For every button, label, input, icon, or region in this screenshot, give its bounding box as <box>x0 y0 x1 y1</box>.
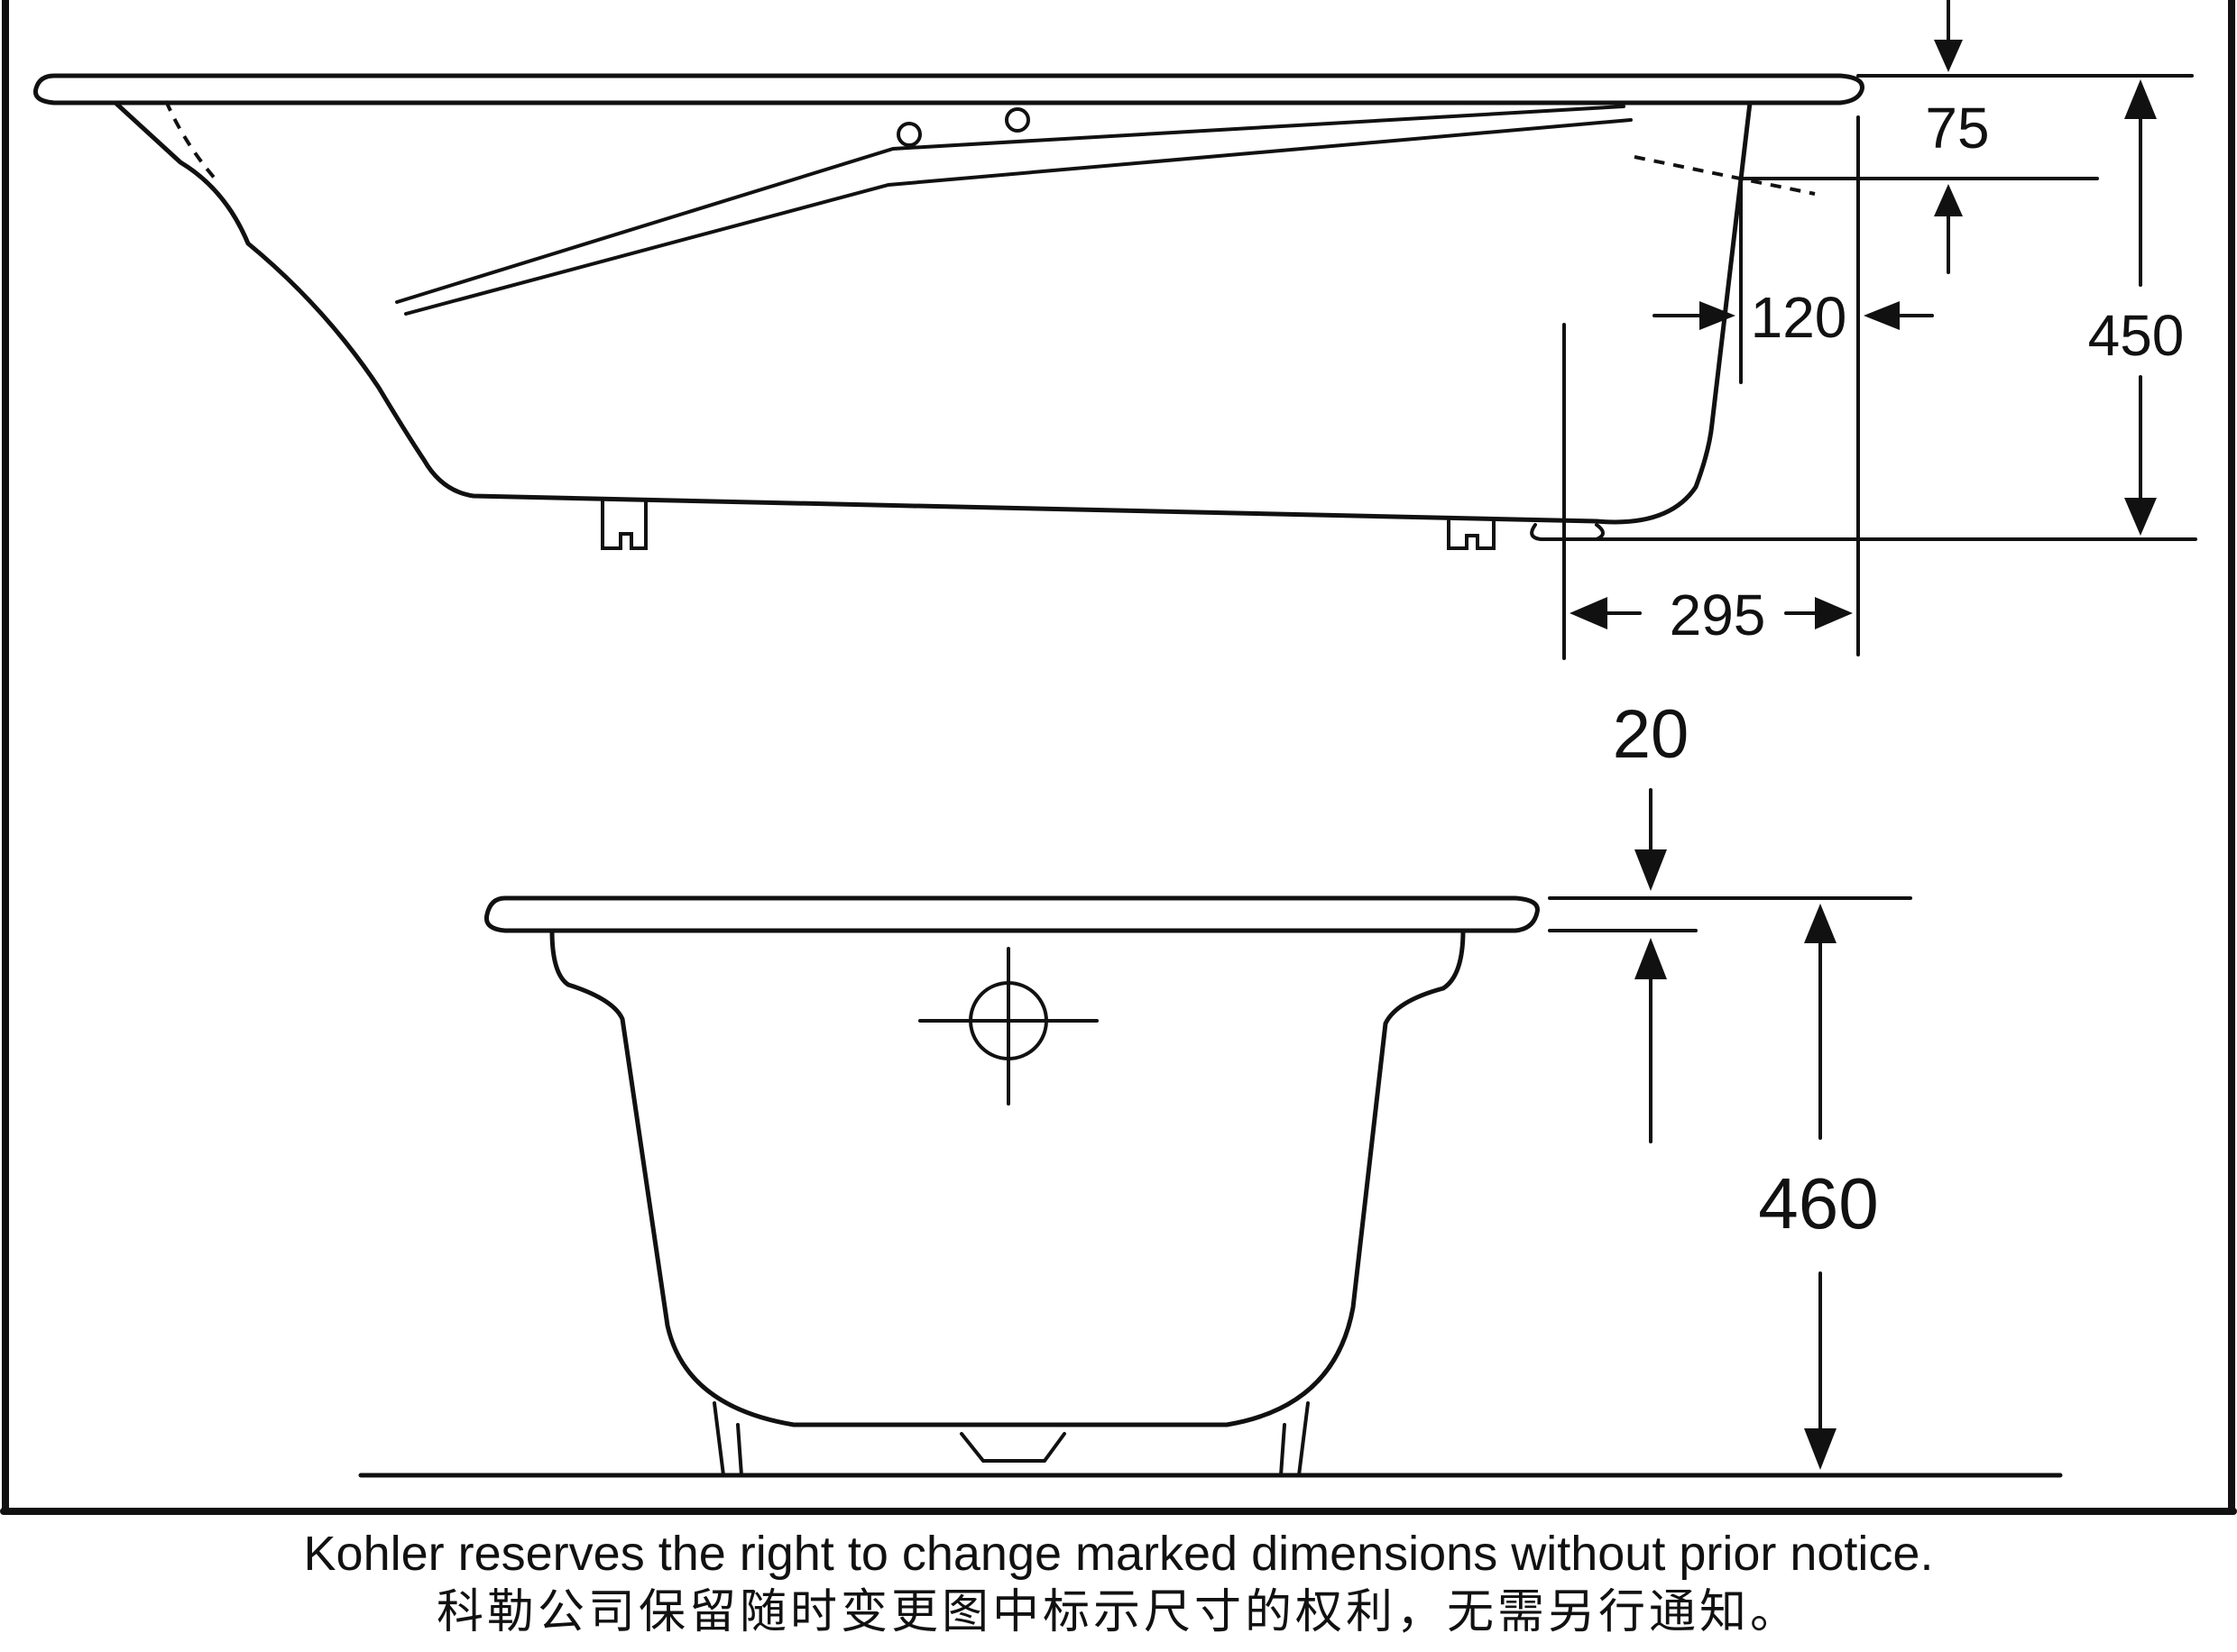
dim-75-label: 75 <box>1925 96 1989 161</box>
bathtub-dimension-drawing: 75 120 450 295 <box>0 0 2237 1515</box>
side-rim <box>32 73 1864 106</box>
hidden-edge-right <box>1634 155 1816 196</box>
side-tub-body <box>113 100 1753 525</box>
jet-hole-2 <box>1005 107 1030 133</box>
backrest-line-lower <box>404 118 1633 316</box>
front-view: 20 460 <box>358 696 2063 1478</box>
front-leg-right <box>1279 1401 1310 1477</box>
disclaimer-english: Kohler reserves the right to change mark… <box>303 1527 1934 1581</box>
hidden-edge-left <box>164 100 218 182</box>
dim-295-label: 295 <box>1670 583 1766 647</box>
front-leg-left <box>713 1401 743 1477</box>
front-rim <box>483 895 1540 933</box>
backrest-line-upper <box>395 105 1625 304</box>
dim-450-label: 450 <box>2088 303 2185 368</box>
dim-460-label: 460 <box>1758 1163 1878 1244</box>
front-tub-body <box>549 928 1466 1427</box>
front-drain <box>960 1432 1066 1463</box>
disclaimer-chinese: 科勒公司保留随时变更图中标示尺寸的权利，无需另行通知。 <box>436 1585 1800 1639</box>
side-drain <box>1530 523 1605 541</box>
side-foot-right <box>1447 519 1496 550</box>
dim-20-label: 20 <box>1613 696 1689 773</box>
side-view: 75 120 450 295 <box>32 0 2197 660</box>
side-foot-left <box>601 499 648 550</box>
dim-120-label: 120 <box>1751 285 1847 350</box>
drawing-frame <box>0 0 2237 1515</box>
disclaimer-footer: Kohler reserves the right to change mark… <box>0 1524 2237 1641</box>
jet-hole-1 <box>897 122 922 147</box>
